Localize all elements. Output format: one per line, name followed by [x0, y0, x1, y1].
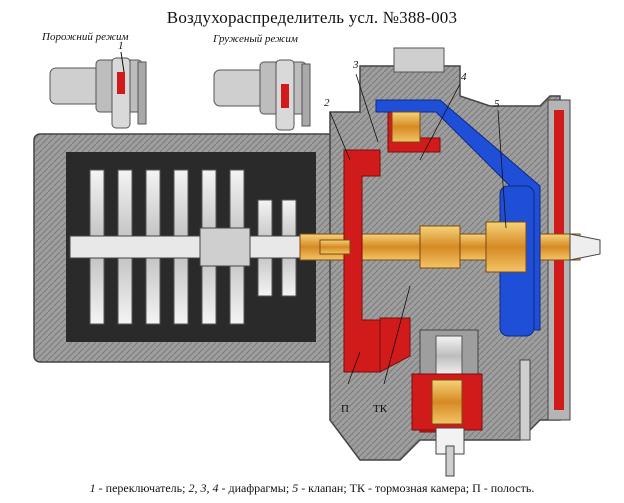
callout-2: 2	[324, 97, 330, 109]
legend-caption: 1 - переключатель; 2, 3, 4 - диафрагмы; …	[0, 481, 624, 496]
callout-1: 1	[118, 40, 124, 52]
callout-brake-chamber: ТК	[373, 403, 388, 415]
diagram-title: Воздухораспределитель усл. №388-003	[166, 8, 458, 27]
callout-3: 3	[353, 59, 359, 71]
brass-fittings	[319, 111, 527, 273]
legend-number-2: 2, 3, 4	[188, 481, 219, 495]
callout-4: 4	[461, 71, 467, 83]
switch-view-loaded	[213, 59, 311, 131]
legend-text-3: - клапан; ТК - тормозная камера; П - пол…	[298, 481, 535, 495]
lower-valve-assembly	[411, 329, 531, 477]
callout-5: 5	[494, 98, 500, 110]
legend-text-1: - переключатель;	[95, 481, 189, 495]
leader-lines	[329, 73, 507, 385]
legend-number-1: 1	[89, 481, 96, 495]
mode-label-empty: Порожний режим	[42, 31, 129, 43]
callout-cavity: П	[341, 403, 349, 415]
legend-number-3: 5	[292, 481, 299, 495]
switch-view-empty	[49, 51, 147, 129]
legend-text-2: - диафрагмы;	[218, 481, 293, 495]
mode-label-loaded: Груженый режим	[213, 33, 298, 45]
